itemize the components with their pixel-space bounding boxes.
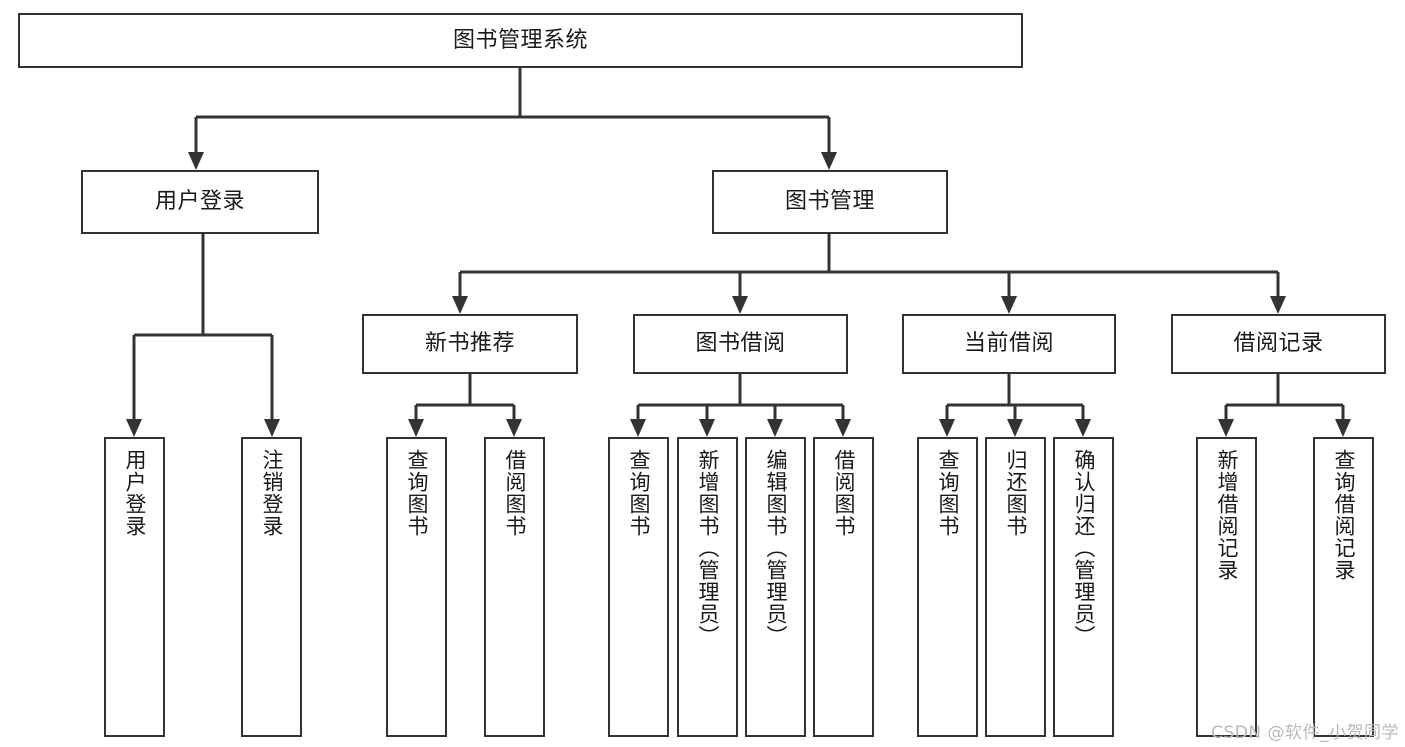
node-book-borrow[interactable]: 图书借阅 bbox=[633, 314, 848, 374]
node-leaf-query-book-3[interactable]: 查询图书 bbox=[917, 437, 978, 737]
node-borrow-record[interactable]: 借阅记录 bbox=[1171, 314, 1386, 374]
node-label: 新增图书（管理员） bbox=[696, 449, 720, 647]
node-label: 图书管理系统 bbox=[452, 27, 588, 53]
node-leaf-query-book-2[interactable]: 查询图书 bbox=[608, 437, 669, 737]
node-leaf-borrow-book-1[interactable]: 借阅图书 bbox=[484, 437, 545, 737]
node-label: 图书管理 bbox=[784, 189, 875, 215]
node-label: 查询图书 bbox=[405, 449, 429, 537]
node-leaf-query-record[interactable]: 查询借阅记录 bbox=[1313, 437, 1374, 737]
node-label: 确认归还（管理员） bbox=[1072, 449, 1096, 647]
node-label: 图书借阅 bbox=[695, 331, 786, 357]
node-label: 用户登录 bbox=[123, 449, 147, 537]
node-leaf-add-record[interactable]: 新增借阅记录 bbox=[1196, 437, 1257, 737]
node-user-login[interactable]: 用户登录 bbox=[81, 170, 319, 234]
watermark-text: CSDN @软件_小贺同学 bbox=[1211, 723, 1399, 743]
node-root-system[interactable]: 图书管理系统 bbox=[18, 13, 1023, 68]
node-label: 新增借阅记录 bbox=[1215, 449, 1239, 581]
node-leaf-edit-book[interactable]: 编辑图书（管理员） bbox=[745, 437, 806, 737]
node-leaf-add-book[interactable]: 新增图书（管理员） bbox=[677, 437, 738, 737]
node-leaf-return-book[interactable]: 归还图书 bbox=[985, 437, 1046, 737]
node-label: 当前借阅 bbox=[963, 331, 1054, 357]
node-label: 借阅记录 bbox=[1233, 331, 1324, 357]
node-leaf-query-book-1[interactable]: 查询图书 bbox=[386, 437, 447, 737]
node-leaf-user-login[interactable]: 用户登录 bbox=[104, 437, 165, 737]
node-label: 查询借阅记录 bbox=[1332, 449, 1356, 581]
node-leaf-borrow-book-2[interactable]: 借阅图书 bbox=[813, 437, 874, 737]
node-label: 借阅图书 bbox=[832, 449, 856, 537]
node-label: 用户登录 bbox=[154, 189, 245, 215]
node-leaf-logout[interactable]: 注销登录 bbox=[241, 437, 302, 737]
node-label: 查询图书 bbox=[936, 449, 960, 537]
node-label: 编辑图书（管理员） bbox=[764, 449, 788, 647]
node-book-manage[interactable]: 图书管理 bbox=[712, 170, 948, 234]
node-label: 归还图书 bbox=[1004, 449, 1028, 537]
node-label: 新书推荐 bbox=[424, 331, 515, 357]
node-label: 借阅图书 bbox=[503, 449, 527, 537]
node-current-borrow[interactable]: 当前借阅 bbox=[902, 314, 1116, 374]
node-new-book-recommend[interactable]: 新书推荐 bbox=[362, 314, 578, 374]
node-leaf-confirm-return[interactable]: 确认归还（管理员） bbox=[1053, 437, 1114, 737]
node-label: 查询图书 bbox=[627, 449, 651, 537]
node-label: 注销登录 bbox=[260, 449, 284, 537]
